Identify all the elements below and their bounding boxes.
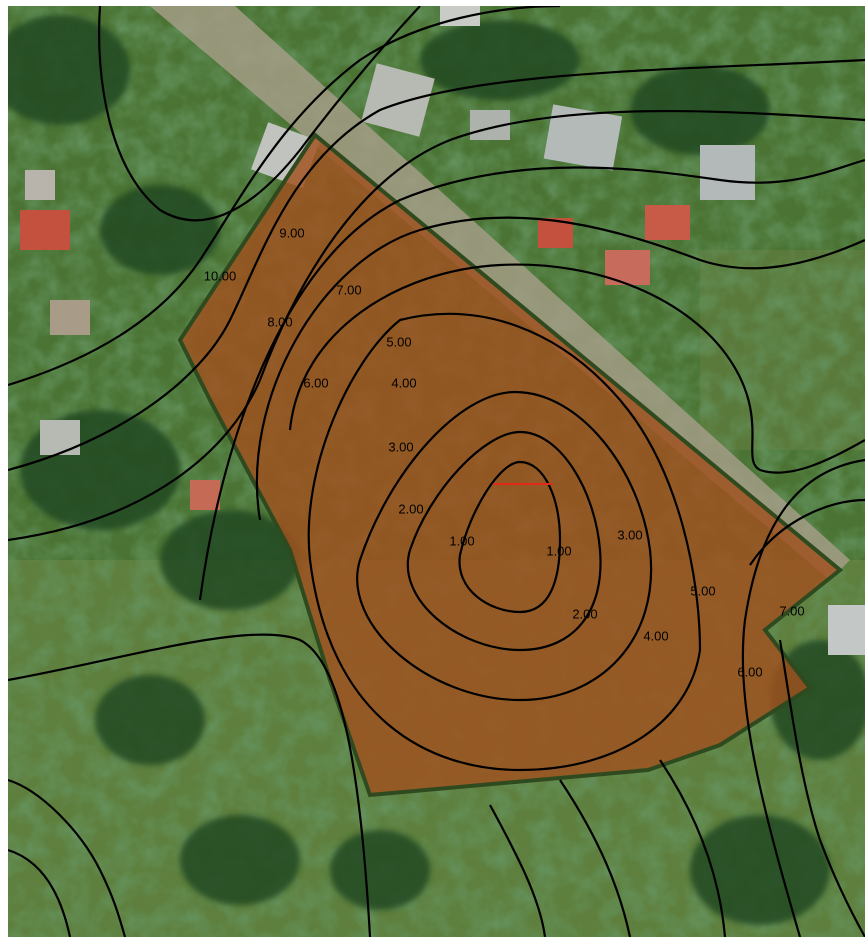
contour-5 (288, 263, 865, 474)
contour-1 (458, 460, 562, 614)
contour-label: 2.00 (398, 501, 423, 516)
contour-label: 6.00 (737, 664, 762, 679)
tree-clusters (8, 15, 865, 925)
contour-18 (659, 759, 727, 937)
contour-label: 2.00 (572, 606, 597, 621)
contour-label: 4.00 (643, 628, 668, 643)
contour-label: 7.00 (336, 282, 361, 297)
contour-17 (559, 779, 632, 937)
contour-label: 1.00 (449, 533, 474, 548)
contour-13 (778, 639, 865, 937)
contour-labels: 9.00 10.00 7.00 8.00 5.00 6.00 4.00 3.00… (204, 225, 805, 679)
contour-label: 1.00 (546, 543, 571, 558)
contour-15 (8, 848, 72, 937)
contour-14 (8, 778, 127, 937)
contour-label: 3.00 (388, 439, 413, 454)
contour-label: 6.00 (303, 375, 328, 390)
contour-label: 7.00 (779, 603, 804, 618)
contour-label: 9.00 (279, 225, 304, 240)
contour-label: 3.00 (617, 527, 642, 542)
contour-11 (97, 6, 421, 222)
contour-5b (741, 458, 865, 937)
contour-2 (406, 430, 602, 652)
contour-label: 5.00 (690, 583, 715, 598)
contour-4 (307, 312, 702, 772)
contour-7 (198, 158, 865, 601)
contour-label: 10.00 (204, 268, 237, 283)
contour-16 (489, 804, 547, 937)
contour-label: 8.00 (267, 314, 292, 329)
contour-6b (8, 633, 372, 937)
building-roofs (20, 6, 865, 655)
contour-3 (356, 390, 653, 702)
contour-12 (749, 498, 865, 566)
contour-8 (8, 109, 865, 542)
contour-label: 4.00 (391, 375, 416, 390)
contour-6 (255, 216, 865, 521)
contour-10 (8, 6, 561, 387)
contour-lines (8, 6, 865, 937)
contour-label: 5.00 (386, 334, 411, 349)
contour-9 (8, 58, 865, 472)
